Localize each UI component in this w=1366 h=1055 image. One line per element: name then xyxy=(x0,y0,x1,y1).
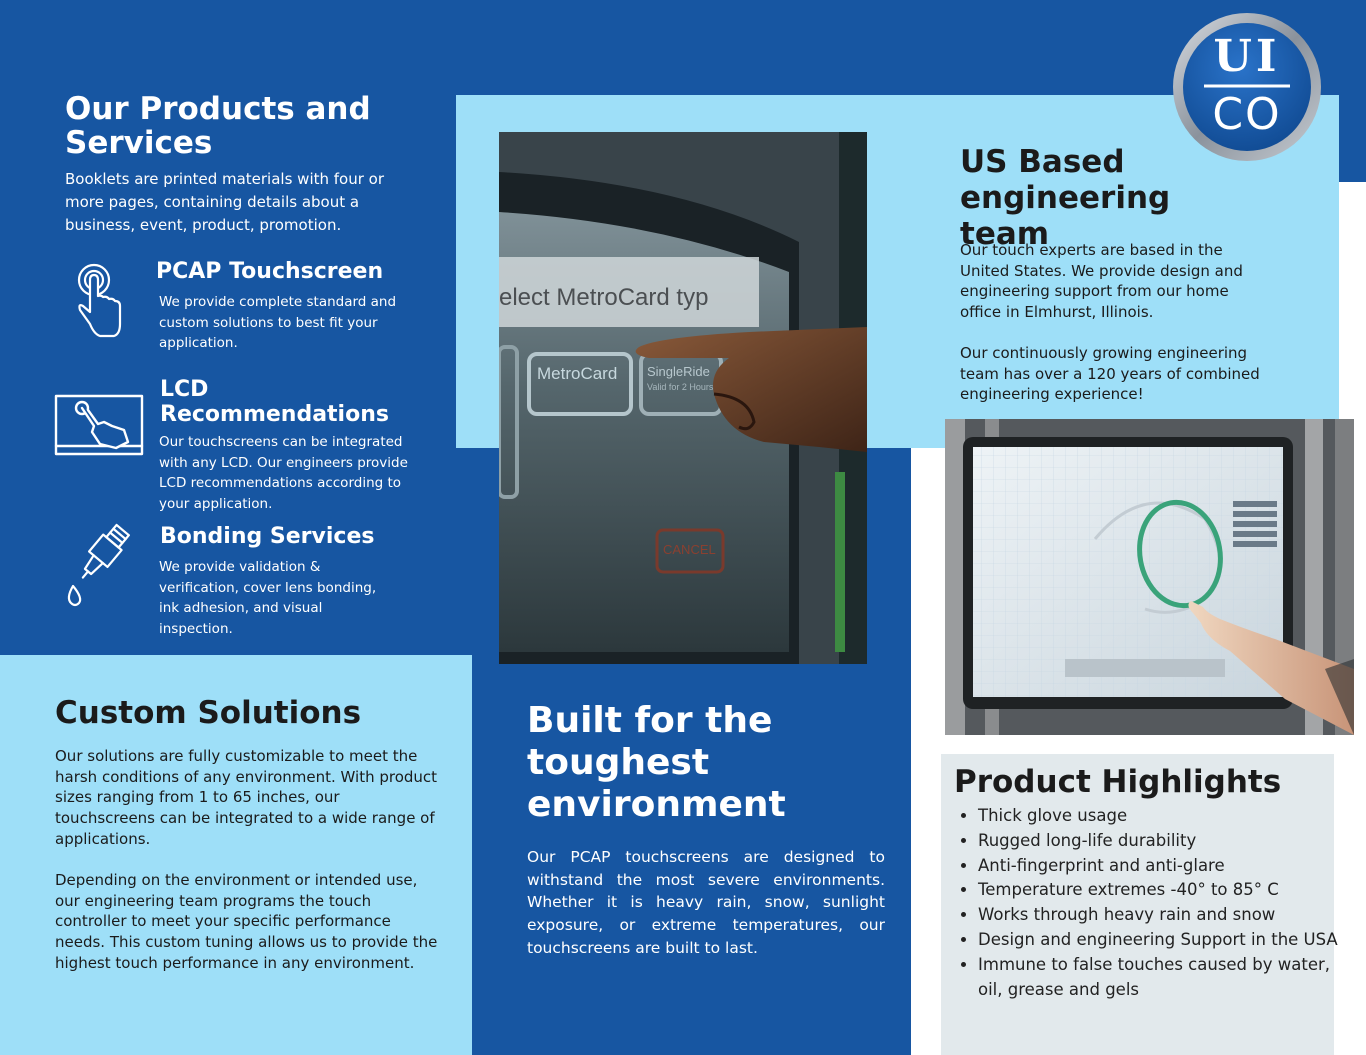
logo-text-bottom: CO xyxy=(1212,89,1282,140)
products-title: Our Products and Services xyxy=(65,91,371,161)
highlight-item: Design and engineering Support in the US… xyxy=(978,928,1348,953)
custom-sky-panel xyxy=(0,655,472,1055)
custom-title: Custom Solutions xyxy=(55,695,362,731)
kiosk-singleride-sub: Valid for 2 Hours xyxy=(647,382,714,392)
highlights-list: Thick glove usage Rugged long-life durab… xyxy=(954,804,1348,1002)
kiosk-metrocard-button: MetroCard xyxy=(537,364,618,383)
lcd-title: LCD Recommendations xyxy=(160,377,389,427)
touch-hand-icon xyxy=(70,260,130,344)
tough-title: Built for the toughest environment xyxy=(527,700,786,825)
pcap-title: PCAP Touchscreen xyxy=(156,259,384,284)
team-title: US Based engineering team xyxy=(960,144,1171,252)
highlights-title: Product Highlights xyxy=(954,764,1282,800)
kiosk-singleride-button: SingleRide xyxy=(647,364,710,379)
highlight-item: Anti-fingerprint and anti-glare xyxy=(978,854,1348,879)
highlight-item: Thick glove usage xyxy=(978,804,1348,829)
products-intro: Booklets are printed materials with four… xyxy=(65,170,385,234)
bonding-title: Bonding Services xyxy=(160,524,375,549)
highlight-item: Works through heavy rain and snow xyxy=(978,903,1348,928)
team-paragraph-2: Our continuously growing engineering tea… xyxy=(960,344,1260,404)
custom-paragraph-1: Our solutions are fully customizable to … xyxy=(55,747,438,848)
kiosk-prompt-text: elect MetroCard typ xyxy=(499,284,709,311)
kiosk-cancel-button: CANCEL xyxy=(663,542,716,557)
lcd-text: Our touchscreens can be integrated with … xyxy=(159,434,408,512)
pcap-text: We provide complete standard and custom … xyxy=(159,294,397,351)
highlights-panel xyxy=(941,754,1334,1055)
highlight-item: Temperature extremes -40° to 85° C xyxy=(978,878,1348,903)
highlight-item: Rugged long-life durability xyxy=(978,829,1348,854)
touch-monitor-photo xyxy=(945,419,1354,735)
bonding-text: We provide validation & verification, co… xyxy=(159,559,377,637)
left-navy-panel xyxy=(0,0,456,655)
highlight-item: Immune to false touches caused by water,… xyxy=(978,953,1348,1003)
custom-paragraph-2: Depending on the environment or intended… xyxy=(55,871,438,972)
metrocard-kiosk-photo: elect MetroCard typ MetroCard SingleRide… xyxy=(499,132,867,664)
monitor-touch-icon xyxy=(54,392,146,458)
team-paragraph-1: Our touch experts are based in the Unite… xyxy=(960,241,1243,322)
logo: UI CO xyxy=(1172,12,1322,162)
glue-dropper-icon xyxy=(62,520,136,612)
right-navy-strip xyxy=(1339,95,1366,182)
logo-text-top: UI xyxy=(1213,31,1281,82)
tough-text: Our PCAP touchscreens are designed to wi… xyxy=(527,848,885,957)
